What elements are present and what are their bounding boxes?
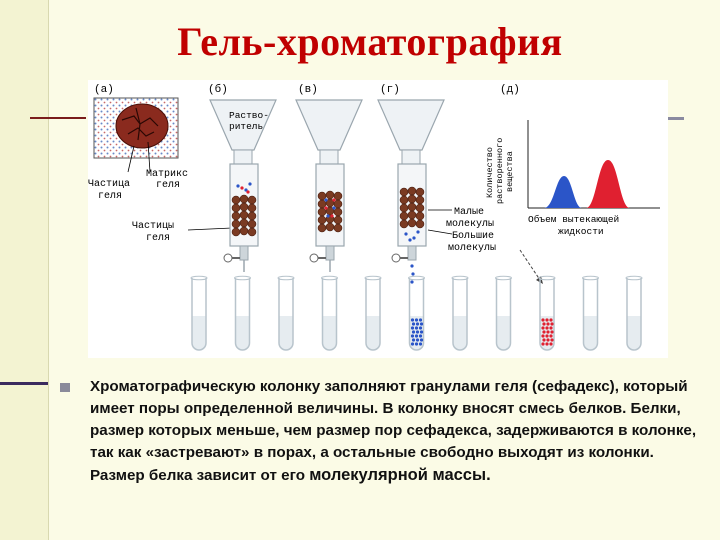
panel-label-v: (в) [298,84,318,96]
chart-xlabel-line2: жидкости [558,226,604,237]
right-rule [668,117,684,120]
solvent-label-line1: Раство- [229,110,269,121]
test-tube-10 [582,275,599,351]
panel-label-b: (б) [208,83,228,96]
bottom-left-rule [0,382,48,385]
test-tube-2 [234,275,251,351]
slide-body-text: Хроматографическую колонку заполняют гра… [90,376,705,487]
test-tube-5 [364,275,382,351]
column-b [209,99,277,272]
test-tube-3 [277,275,295,351]
chart-xlabel-line1: Объем вытекающей [528,214,619,225]
gel-matrix-panel [93,97,179,173]
small-molecules-label-line1: Малые [454,207,484,218]
gel-particle-label-line2: геля [98,191,122,202]
test-tube-9 [538,275,556,351]
gel-particles-label-line1: Частицы [132,221,174,232]
slide-title: Гель-хроматография [177,19,563,64]
test-tube-6 [408,275,425,351]
gel-chromatography-figure: (а) (б) (в) (г) (д) Матрикс геля Частица… [88,80,668,358]
chart-ylabel-line2: растворенного [495,138,505,204]
chart-ylabel-line3: вещества [505,151,515,192]
matrix-label-line1: Матрикс [146,169,188,180]
solvent-label-line2: ритель [229,121,263,132]
gel-particle-label-line1: Частица [88,179,130,190]
test-tube-11 [625,275,643,351]
test-tube-7 [451,275,469,351]
matrix-label-line2: геля [156,180,180,191]
side-band [0,0,49,540]
large-molecules-label-line1: Большие [452,231,494,242]
small-molecules-label-line2: молекулы [446,219,494,230]
gel-particles-label-line2: геля [146,233,170,244]
test-tube-row [190,275,643,351]
chart-ylabel-line1: Количество [485,147,495,198]
elution-chart [527,120,660,209]
body-text-emphasis: молекулярной массы. [309,466,491,484]
panel-label-g: (г) [380,84,400,96]
column-v [295,99,363,272]
test-tube-1 [190,275,208,351]
panel-label-d: (д) [500,84,520,96]
column-g [377,99,445,284]
test-tube-4 [321,275,338,351]
body-text-main: Хроматографическую колонку заполняют гра… [90,378,697,484]
bullet-marker [60,383,70,392]
top-left-rule [30,117,86,119]
test-tube-8 [495,275,512,351]
panel-label-a: (а) [94,84,114,96]
large-molecules-label-line2: молекулы [448,243,496,254]
